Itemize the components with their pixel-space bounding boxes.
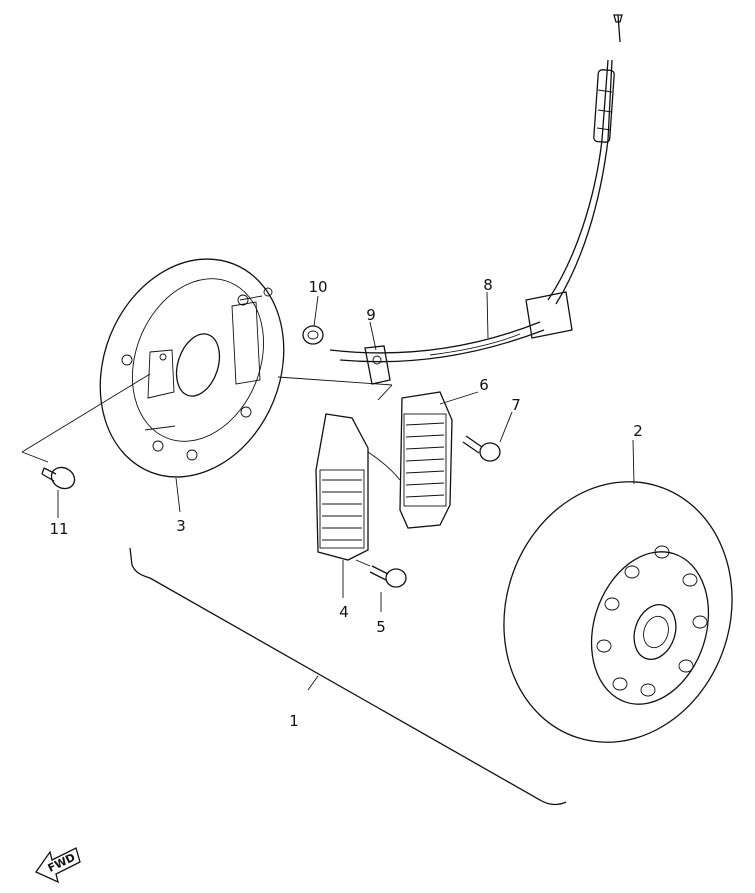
- callout-8: 8: [483, 276, 493, 294]
- screw-part-5: [355, 559, 407, 588]
- lead-wire: [329, 14, 623, 363]
- flywheel-rotor: [503, 481, 733, 743]
- callout-4: 4: [339, 603, 349, 621]
- lighting-coil: [315, 413, 401, 561]
- stator-base-plate: [99, 258, 285, 478]
- callout-9: 9: [366, 306, 376, 324]
- callout-3: 3: [176, 517, 186, 535]
- forward-arrow-icon: FWD: [35, 847, 81, 884]
- callout-7: 7: [511, 396, 521, 414]
- assembly-bracket: [129, 547, 567, 806]
- callout-5: 5: [376, 618, 386, 636]
- callout-1: 1: [289, 712, 299, 730]
- callout-11: 11: [49, 520, 68, 538]
- callout-6: 6: [479, 376, 489, 394]
- screw-part-7: [462, 435, 501, 462]
- screw-part-11: [41, 466, 76, 490]
- wire-clamp: [364, 345, 391, 385]
- nut-part-10: [302, 325, 324, 345]
- charge-coil: [399, 391, 453, 529]
- callout-10: 10: [308, 278, 327, 296]
- callout-2: 2: [633, 422, 643, 440]
